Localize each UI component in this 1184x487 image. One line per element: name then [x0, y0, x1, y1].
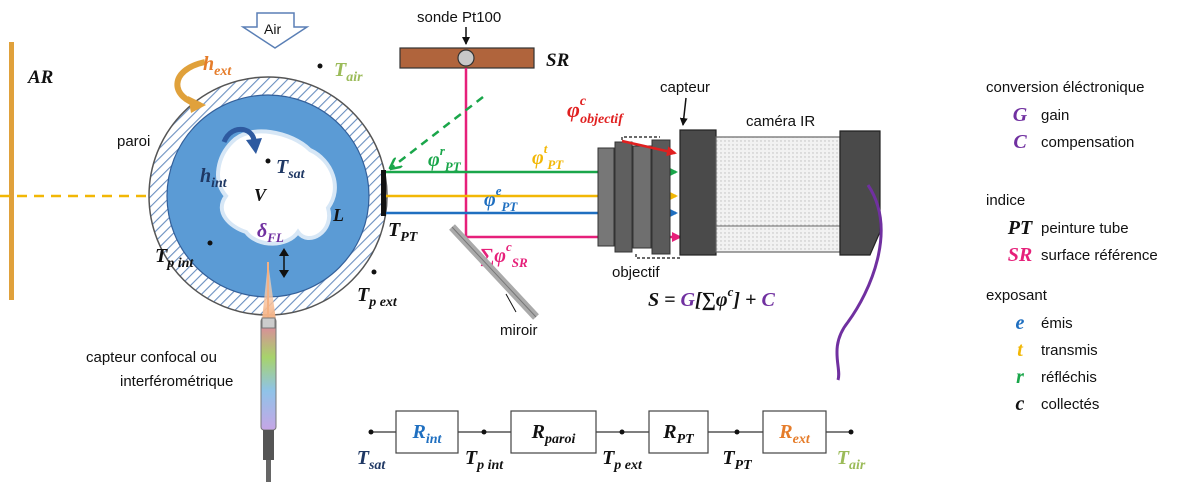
confocal-cable — [266, 460, 271, 482]
l-symbol: L — [332, 205, 344, 225]
ir-sensor — [679, 129, 717, 256]
resistor-box — [762, 410, 827, 454]
phi-objectif-arrow — [621, 139, 677, 157]
h-ext-arrowhead — [188, 96, 206, 113]
circuit-node — [619, 429, 625, 435]
delta-fl-symbol: δFL — [257, 220, 284, 245]
camera-back — [839, 130, 881, 256]
legend-item-text: transmis — [1041, 342, 1098, 359]
h-int-arrowhead — [246, 138, 262, 154]
objectif-bracket-top — [621, 136, 660, 140]
resistor-box — [510, 410, 597, 454]
circuit-node — [734, 429, 740, 435]
legend-section-title: conversion éléctronique — [986, 79, 1144, 96]
lens-3 — [632, 145, 652, 249]
legend-item-text: surface référence — [1041, 247, 1158, 264]
camera-cable — [835, 184, 883, 381]
v-symbol: V — [254, 185, 268, 205]
lens-2 — [614, 141, 633, 253]
t-air-symbol: Tair — [334, 59, 363, 85]
circuit-node-label: Tp int — [465, 447, 504, 473]
thickness-arrowhead-bottom — [279, 270, 289, 278]
confocal-probe — [260, 317, 277, 431]
legend-item-text: peinture tube — [1041, 220, 1129, 237]
phi-r-symbol: φrPT — [428, 143, 462, 174]
phi-e-symbol: φePT — [484, 183, 518, 214]
sat-point — [265, 158, 271, 164]
t-pt-symbol: TPT — [388, 219, 419, 245]
circuit-node-label: Tair — [837, 447, 866, 473]
confocal-label-line1: capteur confocal ou — [86, 349, 217, 366]
legend-symbol: r — [1016, 366, 1024, 388]
lens-1 — [597, 147, 615, 247]
legend-item-text: émis — [1041, 315, 1073, 332]
resistor-label: Rext — [778, 421, 811, 447]
legend-item-text: gain — [1041, 107, 1069, 124]
air-label: Air — [264, 21, 281, 37]
mirror-edge — [451, 226, 537, 318]
t-sat-symbol: Tsat — [276, 156, 306, 182]
legend-symbol: C — [1013, 131, 1027, 153]
confocal-label-line2: interférométrique — [120, 373, 233, 390]
circuit-node-label: Tsat — [357, 447, 387, 473]
resistor-label: RPT — [662, 421, 695, 447]
paint-strip — [381, 170, 386, 216]
legend-symbol: SR — [1008, 244, 1032, 266]
circuit-node — [481, 429, 487, 435]
t-p-int-symbol: Tp int — [155, 245, 194, 271]
camera-body — [715, 136, 841, 253]
objectif-label: objectif — [612, 264, 660, 281]
legend-symbol: t — [1017, 339, 1024, 361]
vapor-region — [216, 129, 337, 246]
objectif-bracket-bottom — [635, 254, 680, 259]
h-ext-symbol: hext — [203, 53, 232, 79]
p-int-point — [207, 240, 213, 246]
paroi-label: paroi — [117, 133, 150, 150]
phi-t-symbol: φtPT — [532, 141, 564, 172]
resistor-label: Rint — [412, 421, 443, 447]
legend-symbol: e — [1016, 312, 1025, 334]
confocal-cap — [261, 317, 276, 329]
legend-symbol: PT — [1007, 217, 1033, 239]
reflected-dashed-ray — [391, 96, 484, 168]
air-point — [317, 63, 323, 69]
legend-item-text: compensation — [1041, 134, 1134, 151]
legend-symbol: G — [1013, 104, 1028, 126]
legend-section-title: indice — [986, 192, 1025, 209]
resistor-label: Rparoi — [531, 421, 576, 447]
signal-equation: S = G[∑φc] + C — [648, 284, 775, 311]
pt100-probe — [457, 49, 475, 67]
confocal-handle — [263, 430, 274, 460]
p-ext-point — [371, 269, 377, 275]
lens-4 — [651, 139, 671, 255]
legend-item-text: réfléchis — [1041, 369, 1097, 386]
miroir-leader — [505, 293, 517, 313]
circuit-node-label: TPT — [722, 447, 753, 473]
air-arrow — [240, 12, 310, 49]
thickness-arrowhead-top — [279, 248, 289, 256]
capteur-label: capteur — [660, 79, 710, 96]
circuit-node — [848, 429, 854, 435]
legend-section-title: exposant — [986, 287, 1048, 304]
resistor-box — [395, 410, 459, 454]
miroir-label: miroir — [500, 322, 538, 339]
camera-label: caméra IR — [746, 113, 815, 130]
circuit-node-label: Tp ext — [602, 447, 643, 473]
ar-surface — [9, 42, 14, 300]
sonde-label: sonde Pt100 — [417, 9, 501, 26]
sr-label: SR — [546, 50, 569, 71]
capteur-arrow — [679, 97, 688, 126]
circuit-node — [368, 429, 374, 435]
resistor-box — [648, 410, 709, 454]
ar-label: AR — [27, 67, 53, 88]
legend-symbol: c — [1016, 393, 1025, 415]
h-int-symbol: hint — [200, 165, 228, 191]
t-p-ext-symbol: Tp ext — [357, 284, 398, 310]
legend-item-text: collectés — [1041, 396, 1099, 413]
